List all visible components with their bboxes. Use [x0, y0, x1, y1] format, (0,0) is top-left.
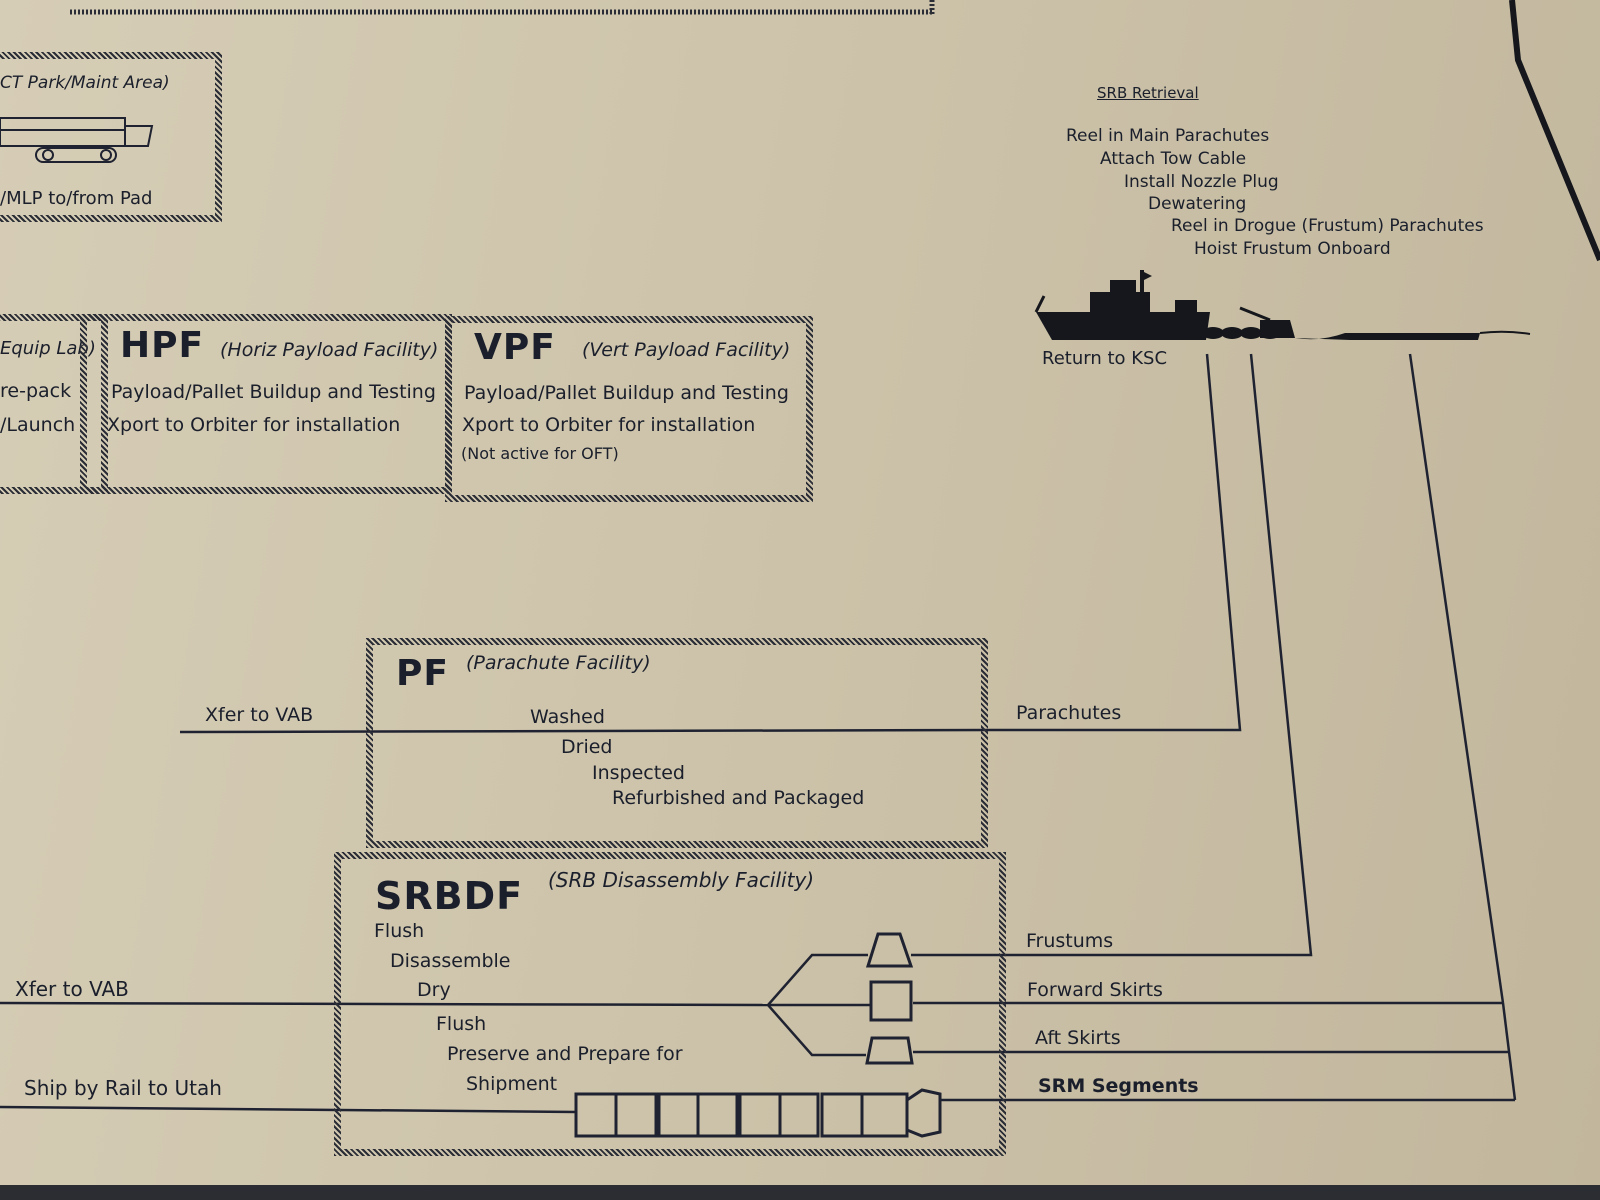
vpf-name: (Vert Payload Facility)	[582, 339, 791, 361]
input-frustums-label: Frustums	[1026, 930, 1114, 952]
srbdf-step-2: Disassemble	[390, 950, 511, 972]
crawler-maint-box	[0, 52, 222, 222]
srbdf-step-4: Flush	[436, 1013, 487, 1035]
hpf-abbr: HPF	[120, 325, 205, 366]
pf-step-3: Inspected	[592, 762, 685, 784]
retrieval-connectors	[911, 353, 1517, 1102]
srb-retrieval-step-5: Reel in Drogue (Frustum) Parachutes	[1171, 216, 1484, 236]
vpf-box	[445, 316, 813, 502]
crawler-maint-heading: CT Park/Maint Area)	[0, 73, 170, 93]
hpf-box	[80, 314, 452, 494]
vpf-line1: Payload/Pallet Buildup and Testing	[464, 382, 789, 404]
srbdf-step-5: Preserve and Prepare for	[447, 1043, 683, 1065]
vpf-note: (Not active for OFT)	[461, 444, 619, 463]
equip-lab-heading: Equip Lab)	[0, 338, 96, 359]
srb-retrieval-step-3: Install Nozzle Plug	[1124, 172, 1279, 192]
srbdf-step-1: Flush	[374, 920, 425, 942]
srb-retrieval-step-1: Reel in Main Parachutes	[1066, 126, 1270, 146]
recovery-ship-drawing	[1034, 270, 1531, 340]
srbdf-xfer-label: Xfer to VAB	[15, 977, 129, 1001]
srbdf-box	[334, 852, 1006, 1156]
vpf-line2: Xport to Orbiter for installation	[462, 414, 756, 436]
pf-name: (Parachute Facility)	[466, 652, 651, 674]
srb-retrieval-title: SRB Retrieval	[1097, 84, 1199, 102]
pf-abbr: PF	[396, 653, 449, 694]
return-to-ksc-label: Return to KSC	[1042, 348, 1168, 369]
vpf-abbr: VPF	[474, 327, 556, 368]
srbdf-step-6: Shipment	[466, 1073, 558, 1095]
equip-lab-line2: /Launch	[0, 414, 76, 436]
srb-retrieval-step-6: Hoist Frustum Onboard	[1194, 239, 1391, 259]
crawler-maint-footer: /MLP to/from Pad	[0, 188, 153, 209]
input-aft-skirts-label: Aft Skirts	[1035, 1027, 1121, 1049]
hpf-line2: Xport to Orbiter for installation	[107, 414, 401, 436]
sheet-edge-line	[1509, 0, 1600, 262]
pf-xfer-label: Xfer to VAB	[205, 704, 314, 726]
pf-step-4: Refurbished and Packaged	[612, 787, 865, 809]
pf-step-2: Dried	[561, 736, 613, 758]
srb-retrieval-step-2: Attach Tow Cable	[1100, 149, 1247, 169]
hpf-name: (Horiz Payload Facility)	[220, 339, 439, 361]
pf-box	[366, 638, 988, 848]
bottom-edge-band	[0, 1185, 1600, 1200]
hpf-line1: Payload/Pallet Buildup and Testing	[111, 381, 436, 403]
parachutes-line	[990, 353, 1242, 732]
equip-lab-line1: re-pack	[0, 380, 72, 402]
srb-retrieval-step-4: Dewatering	[1148, 194, 1247, 214]
srbdf-rail-label: Ship by Rail to Utah	[24, 1076, 222, 1100]
input-forward-skirts-label: Forward Skirts	[1027, 979, 1163, 1001]
pf-input-label: Parachutes	[1016, 702, 1122, 724]
pf-step-1: Washed	[530, 706, 605, 728]
srbdf-step-3: Dry	[417, 979, 451, 1001]
frustums-line	[911, 353, 1313, 957]
skirts-line	[1408, 353, 1505, 1004]
input-srm-segments-label: SRM Segments	[1038, 1075, 1199, 1097]
srbdf-name: (SRB Disassembly Facility)	[548, 868, 815, 892]
srbdf-abbr: SRBDF	[375, 874, 524, 918]
